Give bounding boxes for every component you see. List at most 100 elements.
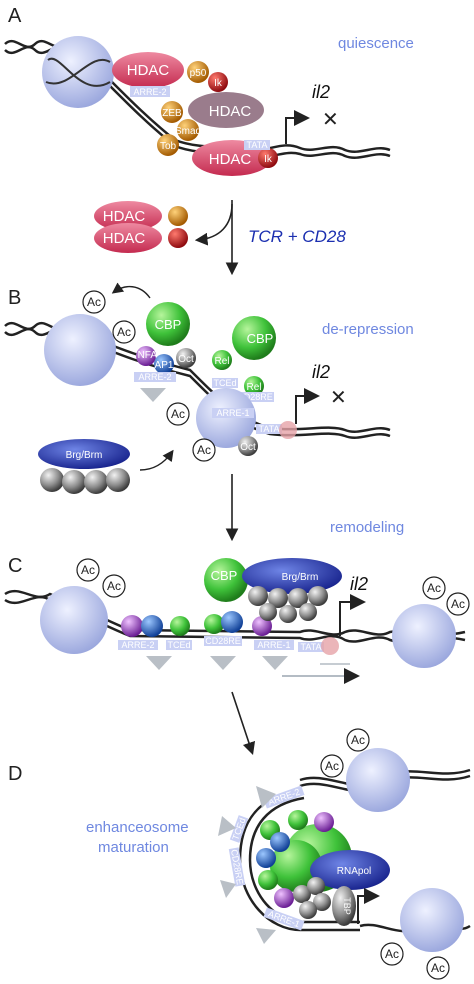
remodeler-subunit (288, 588, 308, 608)
arre2-label: ARRE-2 (133, 87, 166, 97)
hdac-label: HDAC (209, 151, 252, 168)
cbp-label: CBP (247, 331, 274, 346)
gene-label: il2 (350, 574, 368, 594)
cbp-protein (232, 316, 276, 360)
ap1-protein (256, 848, 276, 868)
rel-label: Rel (246, 382, 261, 393)
tcrd-site (229, 815, 249, 843)
arre2-site (130, 86, 170, 97)
ik-label: Ik (214, 78, 223, 89)
blocked-mark: ✕ (330, 387, 347, 409)
ac-mark (446, 592, 470, 616)
remodeler-subunit (106, 468, 130, 492)
transcription-start-arrow (295, 388, 320, 424)
hdac-complex (94, 201, 162, 231)
ac-label: Ac (107, 579, 121, 593)
ac-mark (76, 558, 100, 582)
ac-mark (166, 402, 190, 426)
gene-label: il2 (312, 82, 330, 102)
tcrd-label: TCEd (167, 640, 190, 650)
nucleosome (392, 604, 456, 668)
panel-d: D enhanceosome maturation Ac Ac ARRE-2 T… (8, 728, 471, 980)
tata-site (256, 424, 282, 434)
tata-site (244, 140, 270, 150)
remodeler-subunit (308, 586, 328, 606)
signal-label: TCR + CD28 (248, 227, 346, 246)
cd28re-site (204, 636, 242, 646)
site-marker-triangle (210, 656, 236, 670)
ap1-protein (221, 611, 243, 633)
ac-label: Ac (351, 733, 365, 747)
remodeler-subunit (40, 468, 64, 492)
nucleosome (40, 586, 108, 654)
zeb-label: ZEB (162, 108, 182, 119)
remodeler-subunit (293, 885, 311, 903)
oct-protein (176, 348, 196, 368)
cbp-protein (270, 840, 322, 892)
tata-label: TATA (301, 642, 322, 652)
acetylation-arrow (111, 282, 151, 299)
ik-protein (258, 148, 278, 168)
ap1-protein (141, 615, 163, 637)
tata-site (298, 642, 324, 652)
arre2-label: ARRE-2 (138, 372, 171, 382)
p50-protein (187, 61, 209, 83)
blocked-mark: ✕ (322, 109, 339, 131)
rnapol-label: RNApol (337, 866, 371, 877)
ac-mark (380, 942, 404, 966)
panel-b-letter: B (8, 287, 21, 309)
nfat-label: NFAT (138, 350, 163, 361)
nfat-protein (252, 616, 272, 636)
brg-brm-label: Brg/Brm (282, 572, 319, 583)
panel-b: B de-repression Ac Ac CBP CBP NFAT AP1 O… (4, 282, 414, 542)
rel-protein (258, 870, 278, 890)
ac-mark (320, 754, 344, 778)
release-arrow (194, 203, 233, 246)
remodeler-subunit (307, 877, 325, 895)
dna-strand (4, 321, 391, 433)
tob-label: Tob (160, 141, 177, 152)
cd28re-site (236, 392, 274, 402)
ap1-protein (270, 832, 290, 852)
nfat-protein (274, 888, 294, 908)
ac-label: Ac (197, 443, 211, 457)
cbp-label: CBP (211, 568, 238, 583)
brg-brm-label: Brg/Brm (66, 450, 103, 461)
site-marker-triangle (256, 786, 276, 808)
rel-protein (204, 614, 224, 634)
panel-b-stage-label: de-repression (322, 321, 414, 338)
rel-protein (212, 350, 232, 370)
ac-label: Ac (171, 407, 185, 421)
arre2-label: ARRE-2 (121, 640, 154, 650)
ac-mark (82, 290, 106, 314)
site-marker-triangle (262, 656, 288, 670)
remodeler-subunit (84, 470, 108, 494)
hdac-complex (188, 92, 264, 128)
ac-label: Ac (427, 581, 441, 595)
ik-label: Ik (264, 154, 273, 165)
panel-d-letter: D (8, 763, 22, 785)
hdac-label: HDAC (103, 230, 146, 247)
cd28re-label: CD28RE (205, 636, 241, 646)
rnapol-complex (310, 850, 390, 890)
rel-label: Rel (214, 356, 229, 367)
ap1-protein (154, 354, 174, 374)
oct-label: Oct (240, 442, 256, 453)
step-arrow (231, 691, 256, 756)
panel-d-stage-label-line1: enhanceosome (86, 819, 189, 836)
ac-mark (346, 728, 370, 752)
remodeler-subunit (299, 901, 317, 919)
oct-protein (238, 436, 258, 456)
ac-mark (102, 574, 126, 598)
corepressor-protein (168, 206, 188, 226)
dna-strand (45, 57, 111, 87)
ac-mark (422, 576, 446, 600)
cbp-protein (204, 558, 248, 602)
arre2-site (134, 372, 176, 382)
ac-label: Ac (81, 563, 95, 577)
transcription-start-arrow (285, 110, 310, 144)
ik-protein (168, 228, 188, 248)
panel-c: remodeling C Ac Ac ARRE-2 TCEd CD28RE AR… (4, 519, 470, 756)
zeb-protein (161, 101, 183, 123)
hdac-label: HDAC (209, 103, 252, 120)
